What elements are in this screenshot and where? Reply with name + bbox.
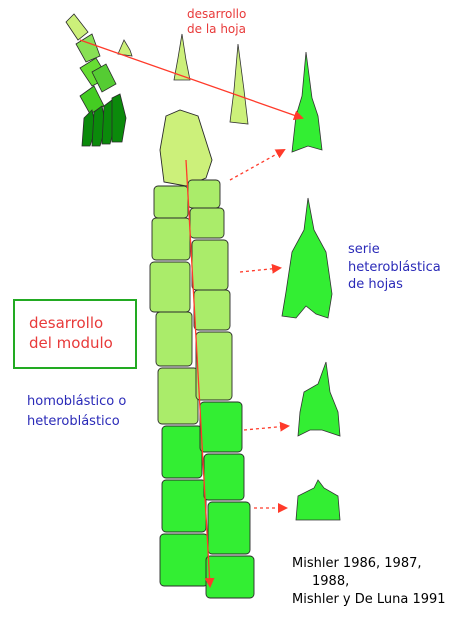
heteroblastic-series-line3: de hojas <box>348 277 403 293</box>
module-development-line1: desarrollo <box>29 314 104 332</box>
apical-cell <box>159 109 213 187</box>
references: Mishler 1986, 1987, 1988, Mishler y De L… <box>292 555 446 610</box>
leaf-development-line1: desarrollo <box>187 7 247 21</box>
homo-hetero-line1: homoblástico o <box>27 394 127 409</box>
leaf-development-label: desarrollo de la hoja <box>187 7 246 37</box>
arrows <box>79 39 304 588</box>
dashed-arrow-3 <box>243 421 290 432</box>
module-development-label: desarrollo del modulo <box>29 313 113 354</box>
leaf-stage-1 <box>117 39 133 57</box>
heteroblastic-series-label: serie heteroblástica de hojas <box>348 241 441 294</box>
homo-hetero-line2: heteroblástico <box>27 413 120 429</box>
leaf-development-sequence <box>117 33 323 153</box>
leaf-development-line2: de la hoja <box>187 22 246 36</box>
leaf-stage-4 <box>291 51 323 153</box>
reference-line1: Mishler 1986, 1987, <box>292 556 422 571</box>
leaf-development-arrow <box>79 39 304 121</box>
homo-hetero-label: homoblástico o heteroblástico <box>27 392 126 431</box>
dashed-arrow-2 <box>239 263 282 274</box>
module-development-box: desarrollo del modulo <box>13 299 137 369</box>
leaf-stage-2 <box>173 33 191 81</box>
module-development-arrow <box>185 159 215 588</box>
heteroblastic-series-line2: heteroblástica <box>348 259 441 275</box>
module-development-line2: del modulo <box>29 334 113 353</box>
series-leaf-1 <box>281 197 333 319</box>
dashed-arrow-1 <box>229 149 286 181</box>
reference-line3: Mishler y De Luna 1991 <box>292 592 446 608</box>
heteroblastic-leaf-series <box>281 197 341 521</box>
series-leaf-3 <box>295 479 341 521</box>
reference-line2: 1988, <box>312 574 350 590</box>
leaf-stage-3 <box>229 43 249 125</box>
heteroblastic-series-line1: serie <box>348 242 380 257</box>
series-leaf-2 <box>297 361 341 437</box>
shoot-module <box>149 109 255 599</box>
shoot-apex-sketch <box>65 13 127 147</box>
